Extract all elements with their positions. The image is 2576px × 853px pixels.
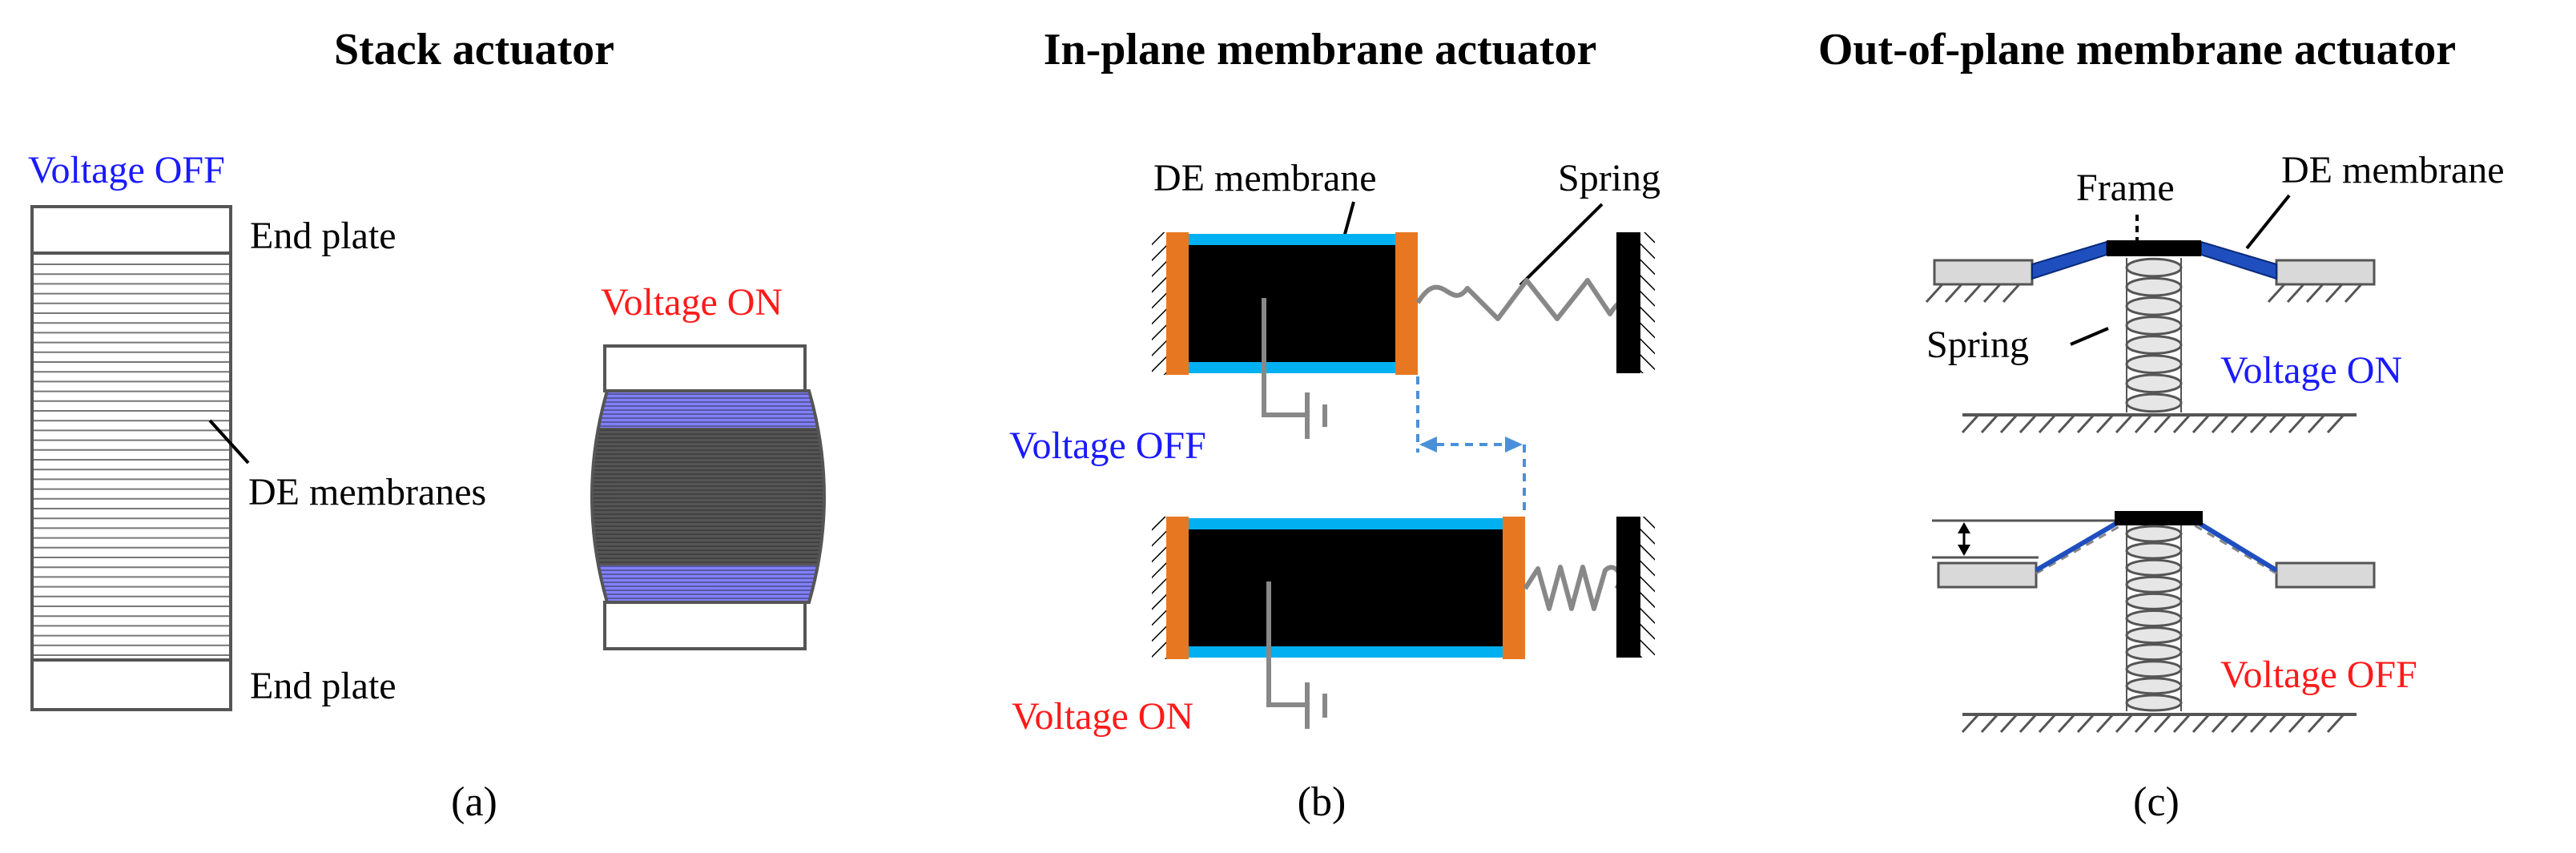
top-electrode: [1189, 234, 1395, 245]
membrane-layers: [34, 264, 229, 656]
end-plate-top-on: [603, 344, 807, 392]
spring-extended: [1415, 278, 1633, 321]
panel-c-title: Out-of-plane membrane actuator: [1818, 25, 2456, 74]
label-voltage-on-b: Voltage ON: [1012, 695, 1193, 738]
de-membrane-black: [1189, 234, 1395, 373]
panel-c: Out-of-plane membrane actuator Frame DE …: [1818, 25, 2505, 825]
caption-c: (c): [2133, 779, 2180, 825]
out-of-plane-voltage-on: [1925, 240, 2376, 434]
de-membrane-stack: [30, 251, 232, 662]
panel-b: In-plane membrane actuator DE membrane S…: [1009, 25, 1660, 825]
de-membranes-leader: [208, 419, 250, 465]
right-end-electrode: [1395, 232, 1418, 375]
de-membrane-right: [2200, 240, 2277, 280]
left-end-electrode: [1166, 232, 1189, 375]
displacement-arrow: [1416, 376, 1526, 513]
out-of-plane-voltage-off: [1932, 511, 2376, 734]
caption-b: (b): [1298, 779, 1346, 825]
right-support: [2275, 259, 2376, 286]
stack-voltage-off: [30, 205, 232, 711]
left-support: [1933, 259, 2034, 286]
spring-compressed: [1523, 565, 1623, 611]
in-plane-voltage-off: [1152, 232, 1655, 439]
panel-b-title: In-plane membrane actuator: [1044, 25, 1597, 74]
label-end-plate-top: End plate: [250, 215, 396, 257]
end-plate-bottom: [30, 658, 232, 711]
label-voltage-on-c: Voltage ON: [2220, 349, 2402, 392]
bottom-electrode: [1189, 362, 1395, 373]
label-frame: Frame: [2076, 167, 2175, 209]
label-de-membrane-c: DE membrane: [2281, 149, 2505, 191]
label-voltage-off-c: Voltage OFF: [2220, 654, 2417, 696]
label-voltage-on-a: Voltage ON: [601, 281, 783, 324]
left-wall-hatch: [1152, 232, 1166, 375]
spring-coil-off: [2125, 525, 2183, 712]
label-spring-c: Spring: [1926, 324, 2029, 366]
panel-a-title: Stack actuator: [334, 25, 614, 74]
end-plate-top: [30, 205, 232, 255]
label-voltage-off-a: Voltage OFF: [28, 149, 225, 191]
frame-top: [2107, 240, 2201, 256]
label-de-membrane-b: DE membrane: [1153, 157, 1377, 199]
label-voltage-off-b: Voltage OFF: [1009, 424, 1206, 467]
spring-coil-on: [2125, 257, 2183, 413]
label-end-plate-bottom: End plate: [250, 665, 396, 707]
electrode-band-bottom: [592, 565, 824, 602]
right-wall: [1616, 232, 1640, 373]
label-spring-b: Spring: [1558, 157, 1660, 199]
stack-voltage-on: [590, 344, 826, 650]
in-plane-voltage-on: [1152, 517, 1655, 729]
panel-a: Stack actuator Voltage OFF End plate End…: [28, 25, 826, 825]
end-plate-bottom-on: [603, 601, 807, 650]
right-wall-hatch: [1640, 232, 1655, 373]
label-de-membranes: DE membranes: [248, 471, 486, 513]
de-membrane-left: [2031, 240, 2107, 280]
caption-a: (a): [451, 779, 497, 825]
